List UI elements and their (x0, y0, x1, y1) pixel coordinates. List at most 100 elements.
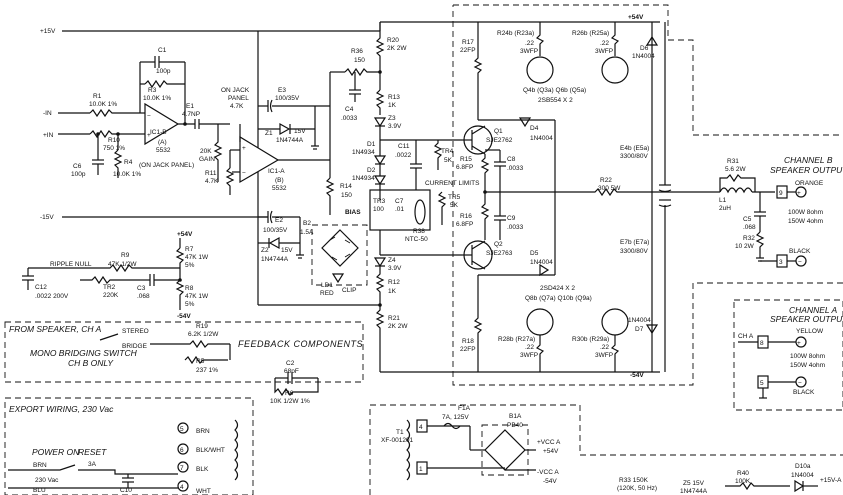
r21-label: R21 (388, 315, 400, 322)
export-title: EXPORT WIRING, 230 Vac (9, 404, 114, 414)
rail-neg54c-label: -54V (177, 313, 191, 320)
r4-value: 10.0K 1% (113, 171, 141, 178)
r13-value: 1K (388, 102, 397, 109)
ic1a-unit: (B) (275, 177, 284, 184)
tr2-value: 220K (103, 292, 119, 299)
d4-label: D4 (530, 125, 539, 132)
supply-decoupling: E3 100/35V Z1 15V 1N4744A E2 100/35V Z2 … (258, 87, 330, 263)
r13-label: R13 (388, 94, 400, 101)
ic1a-label: IC1-A (268, 168, 285, 175)
q8-value: Q8b (Q7a) Q10b (Q9a) (525, 295, 592, 302)
r20-value: 2K 2W (387, 45, 407, 52)
gain-label: GAIN (199, 156, 215, 163)
d4-value: 1N4004 (530, 135, 553, 142)
r9-label: R9 (121, 252, 130, 259)
d1-label: D1 (367, 141, 376, 148)
r15-label: R15 (460, 156, 472, 163)
e3-value: 100/35V (275, 95, 300, 102)
c7-label: C7 (395, 198, 404, 205)
tr3-value: 100 (373, 206, 384, 213)
d7-part: 1N4004 (628, 317, 651, 324)
q8-label: 2SD424 X 2 (540, 285, 575, 292)
r3-label: R3 (148, 87, 157, 94)
q4-label: Q4b (Q3a) Q6b (Q5a) (523, 87, 586, 94)
svg-text:+: + (797, 340, 801, 347)
q1-label: Q1 (494, 128, 503, 135)
plus15a-label: +15V-A (820, 477, 842, 484)
svg-text:−: − (147, 113, 151, 120)
c3-value: .068 (137, 293, 150, 300)
r28-watt: 3WFP (520, 352, 538, 359)
d1-value: 1N4934 (352, 149, 375, 156)
ld1-value: RED (320, 290, 334, 297)
c1-label: C1 (158, 47, 167, 54)
panel-value: 4.7K (230, 103, 244, 110)
vcca-value: +54V (543, 448, 559, 455)
q2-label: Q2 (494, 241, 503, 248)
c5-value: .068 (743, 224, 756, 231)
r31-label: R31 (727, 158, 739, 165)
pin5: 5 (180, 426, 184, 433)
svg-text:−: − (242, 170, 246, 177)
export-blu: BLU (33, 487, 46, 494)
r30-label: R30b (R29a) (572, 336, 609, 343)
chb-pin9: 9 (779, 190, 783, 197)
cha-yellow: YELLOW (796, 328, 824, 335)
c11-label: C11 (398, 143, 410, 150)
r17-label: R17 (462, 39, 474, 46)
r16-value: 6.8FP (456, 221, 473, 228)
r10-label: R10 (108, 137, 120, 144)
tr5-label: TR5 (448, 194, 461, 201)
chb-black: BLACK (789, 248, 811, 255)
rail-pos54-label: +54V (628, 14, 644, 21)
ic1b-label: IC1-B (150, 129, 167, 136)
r18-label: R18 (462, 338, 474, 345)
r1-label: R1 (93, 93, 102, 100)
rail-neg54-label: -54V (630, 372, 644, 379)
c8-value: .0033 (507, 165, 524, 172)
wire-blk: BLK (196, 466, 209, 473)
svg-text:−: − (798, 259, 802, 266)
r33-label: R33 150K (619, 477, 649, 484)
export-brn: BRN (33, 462, 47, 469)
ripple-null: R7 47K 1W 5% R8 47K 1W 5% R9 47K 1/2W RI… (22, 238, 209, 310)
r32-label: R32 (743, 235, 755, 242)
r21-value: 2K 2W (388, 323, 408, 330)
rail-pos15-label: +15V (40, 28, 56, 35)
r22-label: R22 (600, 177, 612, 184)
export-wiring: EXPORT WIRING, 230 Vac POWER ON RESET BR… (8, 404, 239, 495)
bias-label: BIAS (345, 209, 361, 216)
feedback-block (4, 321, 364, 383)
r7-value: 47K 1W (185, 254, 209, 261)
e7-label: E7b (E7a) (620, 239, 649, 246)
z3-label: Z3 (388, 115, 396, 122)
output-stage-block (452, 4, 843, 386)
r24-value: .22 (525, 40, 534, 47)
e1-label: E1 (186, 103, 194, 110)
r32-value: 10 2W (735, 243, 755, 250)
cha-black: BLACK (793, 389, 815, 396)
r26-watt: 3WFP (595, 48, 613, 55)
chb-rating1: 100W 8ohm (788, 209, 823, 216)
c6-value: 100p (71, 171, 86, 178)
channel-a-title: CHANNEL A (789, 305, 838, 315)
e2-label: E2 (275, 217, 283, 224)
tr2-label: TR2 (103, 284, 116, 291)
chb-rating2: 150W 4ohm (788, 218, 823, 225)
r38-value: NTC-50 (405, 236, 428, 243)
fuse-label: 3A (88, 461, 97, 468)
pin7: 7 (180, 465, 184, 472)
z1-value: 15V (294, 128, 306, 135)
export-wiring-block (4, 397, 254, 495)
channel-b-subtitle: SPEAKER OUTPUT (770, 165, 843, 175)
e1-value: 4.7NP (182, 111, 200, 118)
c11-value: .0022 (395, 152, 412, 159)
c2-label: C2 (286, 360, 295, 367)
pin4: 4 (180, 484, 184, 491)
c3-label: C3 (137, 285, 146, 292)
minus-in-label: -IN (43, 110, 52, 117)
feedback-title: FEEDBACK COMPONENTS (238, 339, 363, 349)
e4-value: 3300/80V (620, 153, 648, 160)
cha-label: CH A (738, 333, 754, 340)
r12-label: R12 (388, 279, 400, 286)
